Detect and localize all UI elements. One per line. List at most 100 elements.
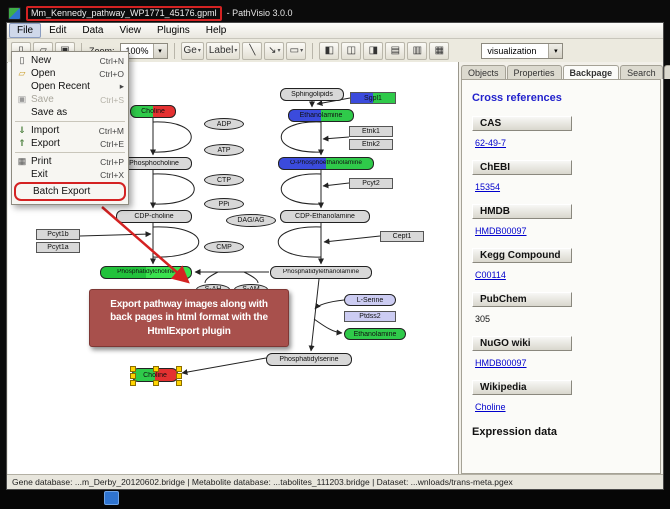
pathway-node-cmp[interactable]: CMP — [204, 241, 244, 253]
menu-item-label: Open Recent — [31, 81, 90, 92]
tab-legend[interactable]: Legend — [663, 65, 670, 79]
align-middle-button[interactable]: ▥ — [407, 41, 428, 60]
connector-tool-button[interactable]: ↘▾ — [264, 41, 285, 60]
crossref-link-kegg-compound[interactable]: C00114 — [475, 270, 506, 280]
pathway-node-ethanolamine[interactable]: Ethanolamine — [288, 109, 354, 122]
label-tool-button[interactable]: Label▾ — [205, 41, 241, 60]
menu-data[interactable]: Data — [82, 25, 104, 36]
zoom-combobox[interactable]: 100% ▾ — [119, 42, 168, 59]
distribute-button[interactable]: ▦ — [429, 41, 450, 60]
zoom-value: 100% — [125, 45, 149, 56]
selection-handle[interactable] — [153, 380, 159, 386]
chevron-down-icon[interactable]: ▾ — [300, 48, 304, 54]
tab-properties[interactable]: Properties — [506, 65, 562, 79]
pathway-node-ppi[interactable]: PPi — [204, 198, 244, 210]
export-icon: ⇑ — [18, 138, 26, 148]
menu-view[interactable]: View — [119, 25, 141, 36]
visualization-combobox[interactable]: visualization ▾ — [481, 42, 564, 59]
pathway-node-cept1[interactable]: Cept1 — [380, 231, 424, 242]
taskbar-app-icon[interactable] — [104, 491, 119, 505]
pathway-node-choline[interactable]: Choline — [130, 105, 176, 118]
align-left-button[interactable]: ◧ — [319, 41, 340, 60]
pathway-node-atp[interactable]: ATP — [204, 144, 244, 156]
selection-handle[interactable] — [176, 380, 182, 386]
pathway-node-pcyt1b[interactable]: Pcyt1b — [36, 229, 80, 240]
backpage-section-pubchem[interactable]: PubChem — [472, 292, 572, 307]
title-bar[interactable]: Mm_Kennedy_pathway_WP1771_45176.gpml - P… — [8, 5, 662, 21]
backpage-section-cas[interactable]: CAS — [472, 116, 572, 131]
node-label: Phosphatidylethanolamine — [282, 269, 360, 276]
pathway-node-dag-ag[interactable]: DAG/AG — [226, 214, 276, 227]
crossref-link-wikipedia[interactable]: Choline — [475, 402, 506, 412]
pathway-node-ethanolamine[interactable]: Ethanolamine — [344, 328, 406, 340]
pathway-node-cdp-choline[interactable]: CDP-choline — [116, 210, 192, 223]
selection-handle[interactable] — [130, 380, 136, 386]
backpage-section-hmdb[interactable]: HMDB — [472, 204, 572, 219]
chevron-down-icon[interactable]: ▾ — [152, 43, 167, 58]
pathway-node-adp[interactable]: ADP — [204, 118, 244, 130]
backpage-section-chebi[interactable]: ChEBI — [472, 160, 572, 175]
backpage-section-wikipedia[interactable]: Wikipedia — [472, 380, 572, 395]
align-right-button[interactable]: ◨ — [363, 41, 384, 60]
selection-handle[interactable] — [176, 373, 182, 379]
new-file-icon: ▯ — [19, 55, 25, 65]
menu-plugins[interactable]: Plugins — [156, 25, 190, 36]
crossref-link-hmdb[interactable]: HMDB00097 — [475, 226, 527, 236]
backpage-section-kegg-compound[interactable]: Kegg Compound — [472, 248, 572, 263]
menu-file[interactable]: File — [9, 23, 42, 38]
node-label: Ethanolamine — [299, 112, 343, 119]
pathway-node-ctp[interactable]: CTP — [204, 174, 244, 186]
selection-handle[interactable] — [130, 366, 136, 372]
pathway-node-phosphatidylethanolamine[interactable]: Phosphatidylethanolamine — [270, 266, 372, 279]
file-menu-item-batch-export[interactable]: Batch Export — [14, 182, 126, 201]
align-center-icon: ◫ — [346, 45, 357, 56]
pathway-node-choline[interactable]: Choline — [130, 366, 182, 386]
crossref-link-chebi[interactable]: 15354 — [475, 182, 501, 192]
pathway-node-sgpl1[interactable]: Sgpl1 — [350, 92, 396, 104]
tab-search[interactable]: Search — [620, 65, 663, 79]
line-tool-button[interactable]: ╲ — [242, 41, 263, 60]
shape-tool-button[interactable]: ▭▾ — [286, 41, 307, 60]
backpage-section-nugo-wiki[interactable]: NuGO wiki — [472, 336, 572, 351]
file-menu-item-save-as[interactable]: Save as — [12, 106, 128, 119]
pathway-node-pcyt1a[interactable]: Pcyt1a — [36, 242, 80, 253]
pathway-node-cdp-ethanolamine[interactable]: CDP-Ethanolamine — [280, 210, 370, 223]
pathway-node-sphingolipids[interactable]: Sphingolipids — [280, 88, 344, 101]
pathway-node-etnk1[interactable]: Etnk1 — [349, 126, 393, 137]
selection-handle[interactable] — [176, 366, 182, 372]
pathway-node-etnk2[interactable]: Etnk2 — [349, 139, 393, 150]
crossref-value-pubchem: 305 — [475, 314, 491, 324]
align-top-button[interactable]: ▤ — [385, 41, 406, 60]
pathway-node-phosphatidylcholine[interactable]: Phosphatidylcholine — [100, 266, 192, 279]
chevron-down-icon[interactable]: ▾ — [548, 43, 563, 58]
menu-edit[interactable]: Edit — [49, 25, 67, 36]
selection-handle[interactable] — [130, 373, 136, 379]
pathway-node-pcyt2[interactable]: Pcyt2 — [349, 178, 393, 189]
toolbar-separator — [81, 42, 82, 59]
menu-help[interactable]: Help — [205, 25, 227, 36]
menu-item-shortcut: Ctrl+S — [100, 94, 124, 105]
pathway-node-phosphatidylserine[interactable]: Phosphatidylserine — [266, 353, 352, 366]
file-menu-item-open-recent[interactable]: Open Recent▸ — [12, 80, 128, 93]
tab-backpage[interactable]: Backpage — [562, 65, 620, 79]
tab-objects[interactable]: Objects — [461, 65, 506, 79]
pathway-node-l-serine[interactable]: L-Serine — [344, 294, 396, 306]
chevron-down-icon[interactable]: ▾ — [277, 48, 281, 54]
pathway-node-ptdss2[interactable]: Ptdss2 — [344, 311, 396, 322]
chevron-down-icon[interactable]: ▾ — [234, 48, 238, 54]
crossref-link-cas[interactable]: 62-49-7 — [475, 138, 507, 148]
align-center-button[interactable]: ◫ — [341, 41, 362, 60]
crossref-link-nugo-wiki[interactable]: HMDB00097 — [475, 358, 527, 368]
chevron-down-icon[interactable]: ▾ — [197, 48, 201, 54]
node-label: DAG/AG — [237, 217, 265, 224]
selection-handle[interactable] — [153, 366, 159, 372]
pathway-node-o-phosphoethanolamine[interactable]: O-Phosphoethanolamine — [278, 157, 374, 170]
datanode-tool-button[interactable]: Ge▾ — [180, 41, 204, 60]
